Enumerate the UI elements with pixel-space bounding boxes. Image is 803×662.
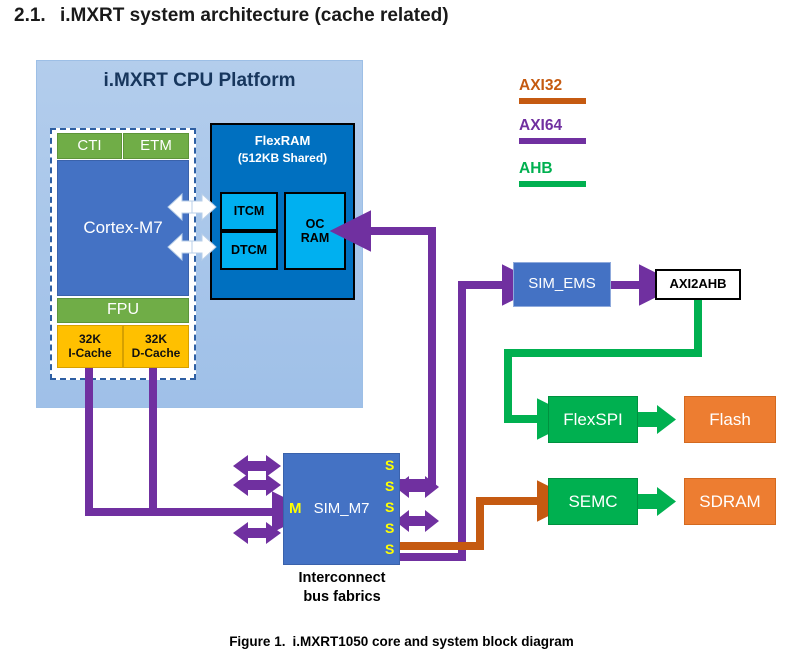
sim-m7-master-port-label: M (289, 500, 302, 517)
cpu-platform-title: i.MXRT CPU Platform (103, 70, 296, 91)
itcm-block: ITCM (220, 192, 278, 231)
figure-number: Figure 1. (229, 634, 286, 649)
interconnect-caption-line-1: Interconnect (298, 570, 386, 586)
slave-port-5: S (385, 541, 395, 557)
slave-port-4: S (385, 520, 395, 536)
flexram-subtitle: (512KB Shared) (237, 150, 328, 165)
sim-m7-block (283, 453, 400, 565)
slave-port-3: S (385, 499, 395, 515)
sim-m7-slave-ports: S S S S S (385, 458, 394, 563)
dtcm-block: DTCM (220, 231, 278, 270)
icache-size: 32K (78, 331, 101, 346)
figure-caption-text: i.MXRT1050 core and system block diagram (292, 634, 574, 649)
arrow-cortex-itcm (167, 192, 217, 222)
legend-label-axi32: AXI32 (519, 77, 563, 94)
sim-m7-label: SIM_M7 (313, 500, 370, 517)
section-number: 2.1. (14, 5, 46, 26)
legend-swatch-ahb (519, 181, 586, 187)
ocram-line-2: RAM (300, 231, 330, 245)
icache-label: I-Cache (68, 345, 112, 360)
flexram-title: FlexRAM (254, 133, 311, 148)
slave-port-1: S (385, 457, 395, 473)
flexspi-block: FlexSPI (548, 396, 638, 443)
dcache-label: D-Cache (131, 345, 181, 360)
legend-label-ahb: AHB (519, 160, 553, 177)
arrow-cortex-dtcm (167, 232, 217, 262)
axi2ahb-block: AXI2AHB (655, 269, 741, 300)
legend-swatch-axi64 (519, 138, 586, 144)
cti-block: CTI (57, 133, 122, 159)
sdram-block: SDRAM (684, 478, 776, 525)
interconnect-caption: Interconnect bus fabrics (263, 569, 421, 607)
flash-block: Flash (684, 396, 776, 443)
page-title: 2.1. i.MXRT system architecture (cache re… (14, 5, 449, 27)
icache-block: 32K I-Cache (57, 325, 123, 368)
fpu-block: FPU (57, 298, 189, 323)
semc-block: SEMC (548, 478, 638, 525)
sim-ems-block: SIM_EMS (513, 262, 611, 307)
ocram-line-1: OC (305, 216, 325, 231)
dcache-block: 32K D-Cache (123, 325, 189, 368)
figure-caption: Figure 1. i.MXRT1050 core and system bloc… (0, 634, 803, 649)
legend-swatch-axi32 (519, 98, 586, 104)
slave-port-2: S (385, 478, 395, 494)
cortex-m7-block: Cortex-M7 (57, 160, 189, 296)
interconnect-caption-line-2: bus fabrics (303, 588, 381, 605)
section-title: i.MXRT system architecture (cache relate… (60, 5, 449, 26)
dcache-size: 32K (144, 331, 167, 346)
etm-block: ETM (123, 133, 189, 159)
legend-label-axi64: AXI64 (519, 117, 563, 134)
